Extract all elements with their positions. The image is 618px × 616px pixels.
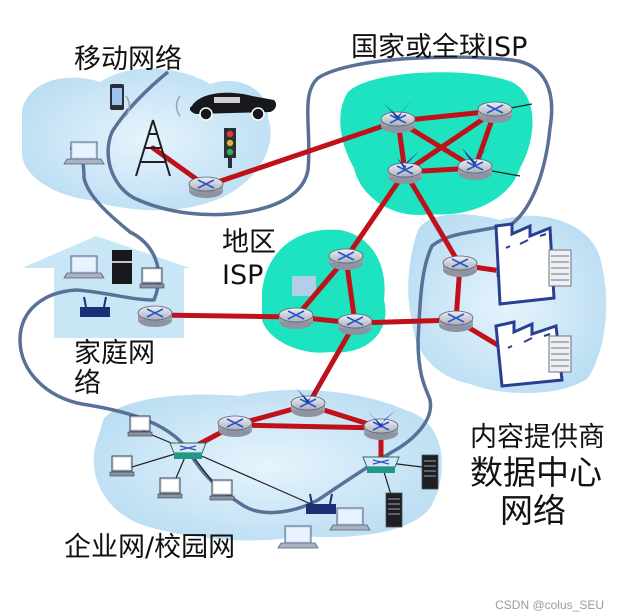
router-icon <box>137 305 173 328</box>
switch-icon <box>169 442 207 460</box>
network-edge-outline <box>18 55 554 515</box>
router-icon <box>442 255 478 278</box>
label-home-network-line2: 络 <box>74 368 101 399</box>
server-icon <box>385 492 403 528</box>
server-rack-icon <box>548 249 572 287</box>
label-content-provider-line1: 内容提供商 <box>470 422 605 453</box>
label-regional-isp-line2: ISP <box>222 260 263 291</box>
router-icon <box>380 111 416 134</box>
label-content-provider-line2: 数据中心 <box>470 453 602 492</box>
label-mobile-network: 移动网络 <box>74 44 182 75</box>
router-icon <box>363 418 399 441</box>
label-home-network-line1: 家庭网 <box>74 338 155 369</box>
wifi-access-point-icon <box>306 493 336 514</box>
router-icon <box>477 101 513 124</box>
router-icon <box>217 415 253 438</box>
router-icon <box>337 313 373 336</box>
desktop-icon <box>139 267 165 289</box>
car-icon <box>189 92 277 121</box>
label-enterprise-network: 企业网/校园网 <box>64 532 235 563</box>
label-global-isp: 国家或全球ISP <box>351 32 527 63</box>
watermark: CSDN @colus_SEU <box>495 598 604 612</box>
desktop-icon <box>209 479 235 501</box>
label-content-provider-line3: 网络 <box>500 491 566 530</box>
data-center-icon <box>494 320 564 388</box>
smartphone-icon <box>110 84 124 110</box>
wifi-access-point-icon <box>80 296 110 317</box>
refrigerator-icon <box>112 250 132 284</box>
traffic-light-icon <box>224 128 236 168</box>
server-icon <box>421 454 439 490</box>
router-icon <box>328 248 364 271</box>
label-regional-isp-line1: 地区 <box>222 227 276 258</box>
server-rack-icon <box>548 335 572 373</box>
house-icon <box>22 236 190 338</box>
router-icon <box>188 176 224 199</box>
router-icon <box>438 310 474 333</box>
router-icon <box>290 395 326 418</box>
router-icon <box>278 307 314 330</box>
desktop-icon <box>109 455 135 477</box>
cell-tower-icon <box>125 95 181 177</box>
switch-icon <box>362 456 400 474</box>
desktop-icon <box>127 415 153 437</box>
core-router-marker-icon <box>296 98 490 428</box>
regional-isp-inset <box>292 276 316 296</box>
desktop-icon <box>157 477 183 499</box>
regional-isp-region <box>262 229 386 353</box>
data-center-icon <box>494 222 556 306</box>
